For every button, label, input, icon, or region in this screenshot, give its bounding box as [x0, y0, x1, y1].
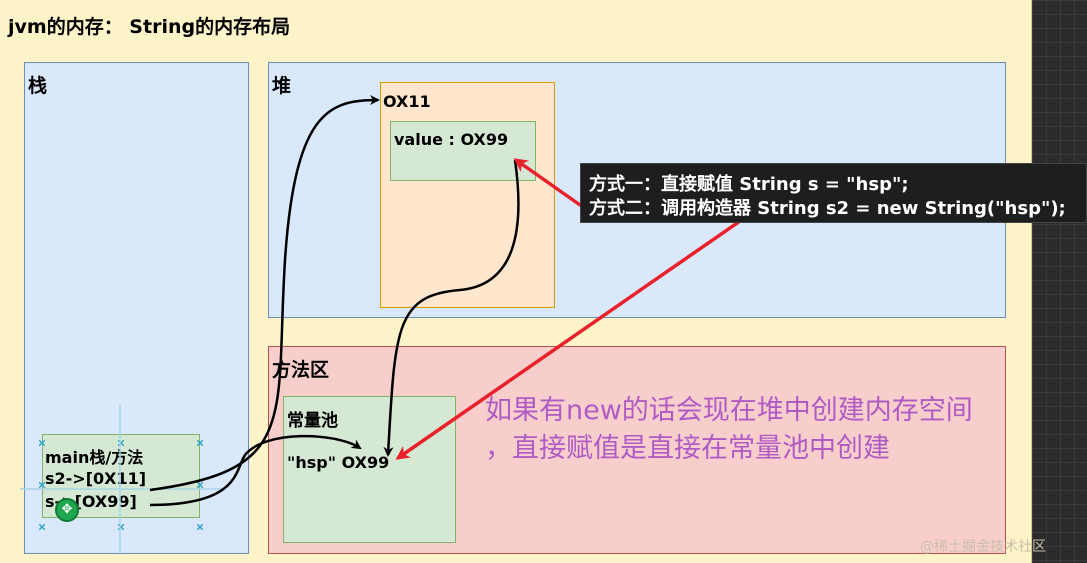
value-field-box[interactable]: value : OX99: [390, 121, 536, 181]
constant-pool-entry: "hsp" OX99: [287, 453, 390, 472]
constant-pool-box[interactable]: 常量池 "hsp" OX99: [283, 396, 456, 543]
selection-handle[interactable]: [196, 515, 204, 531]
selection-handle[interactable]: [196, 473, 204, 489]
constant-pool-label: 常量池: [287, 411, 338, 431]
red-arrow-to-value[interactable]: [513, 158, 592, 214]
editor-grid-background: [1032, 0, 1087, 563]
note-line-1: 如果有new的话会现在堆中创建内存空间: [485, 395, 973, 426]
method-area-label: 方法区: [272, 359, 330, 381]
tooltip-box: 方式一：直接赋值 String s = "hsp"; 方式二：调用构造器 Str…: [580, 163, 1087, 223]
selection-handle[interactable]: [38, 473, 46, 489]
main-frame-var-s2: s2->[0X11]: [45, 469, 147, 488]
page-title: jvm的内存： String的内存布局: [8, 16, 291, 38]
watermark: @稀土掘金技术社区: [920, 539, 1046, 555]
heap-object-address: OX11: [383, 92, 431, 111]
note-line-2: ，直接赋值是直接在常量池中创建: [485, 433, 890, 464]
heap-label: 堆: [272, 75, 292, 97]
s-to-pool-arrow[interactable]: [149, 434, 362, 507]
main-frame-label: main栈/方法: [45, 448, 144, 467]
value-to-pool-arrow[interactable]: [383, 159, 520, 457]
tooltip-line-1: 方式一：直接赋值 String s = "hsp";: [589, 174, 909, 195]
selection-handle[interactable]: [196, 431, 204, 447]
selection-handle[interactable]: [38, 515, 46, 531]
selection-handle[interactable]: [117, 431, 125, 447]
selection-handle[interactable]: [117, 515, 125, 531]
diagram-canvas: jvm的内存： String的内存布局 栈 堆 方法区 OX11 value :…: [0, 0, 1046, 563]
s2-to-heap-arrow[interactable]: [149, 95, 380, 492]
move-cursor-icon: ✥: [55, 498, 79, 522]
tooltip-line-2: 方式二：调用构造器 String s2 = new String("hsp");: [589, 198, 1066, 219]
stack-label: 栈: [28, 75, 48, 97]
value-field-label: value : OX99: [394, 130, 509, 149]
selection-handle[interactable]: [38, 431, 46, 447]
heap-object-box[interactable]: OX11: [380, 82, 555, 308]
